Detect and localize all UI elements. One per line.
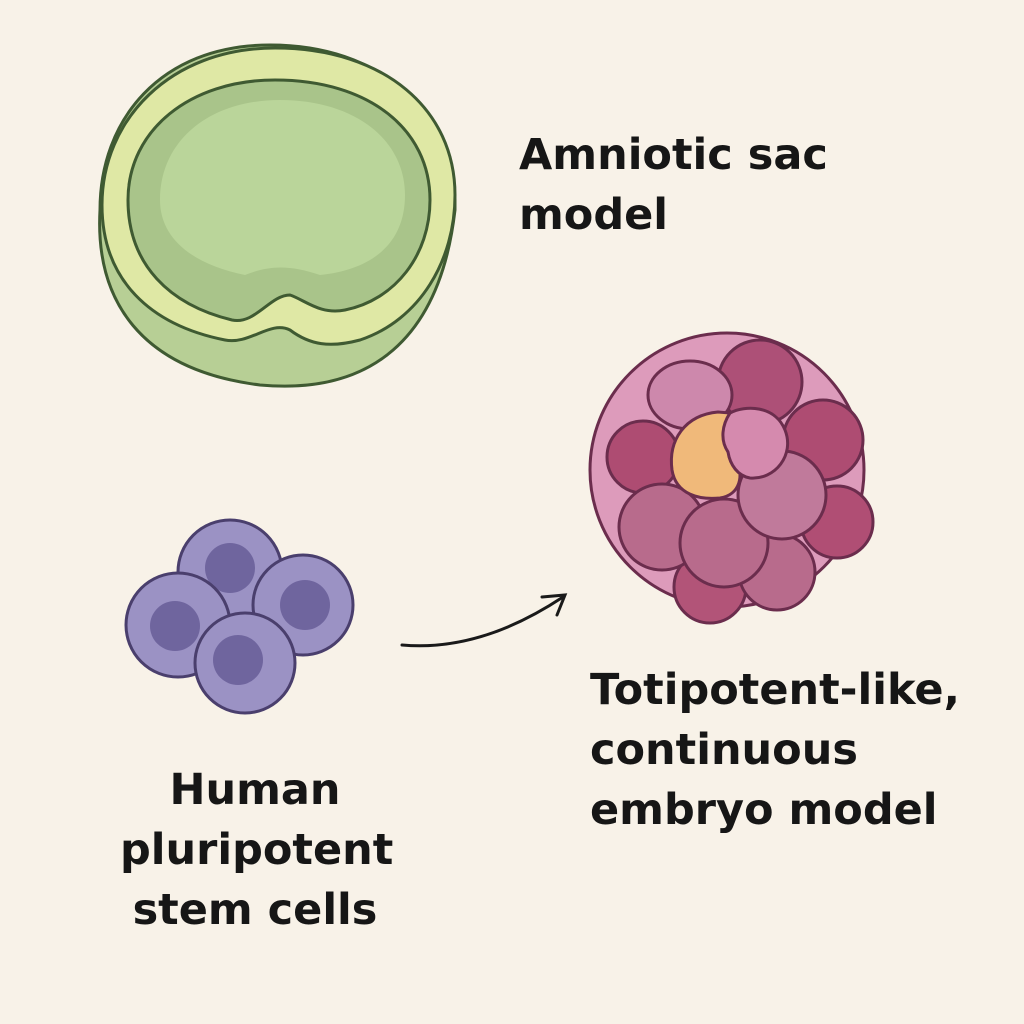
amniotic-sac-illustration	[98, 43, 457, 388]
label-line: stem cells	[132, 885, 378, 935]
stem-cells-label: Human pluripotent stem cells	[120, 760, 394, 940]
amniotic-sac-label: Amniotic sac model	[519, 125, 828, 245]
label-line: Amniotic sac	[519, 130, 828, 180]
embryo-model-illustration	[588, 331, 875, 625]
label-line: model	[519, 190, 669, 240]
label-line: embryo model	[590, 785, 938, 835]
label-line: Totipotent-like,	[590, 665, 960, 715]
label-line: continuous	[590, 725, 858, 775]
label-line: pluripotent	[120, 825, 394, 875]
stem-cells-illustration	[124, 518, 355, 715]
embryo-model-label: Totipotent-like, continuous embryo model	[590, 660, 960, 840]
arrow-icon	[400, 593, 568, 648]
sac-inner-highlight	[160, 100, 405, 275]
label-line: Human	[169, 765, 341, 815]
